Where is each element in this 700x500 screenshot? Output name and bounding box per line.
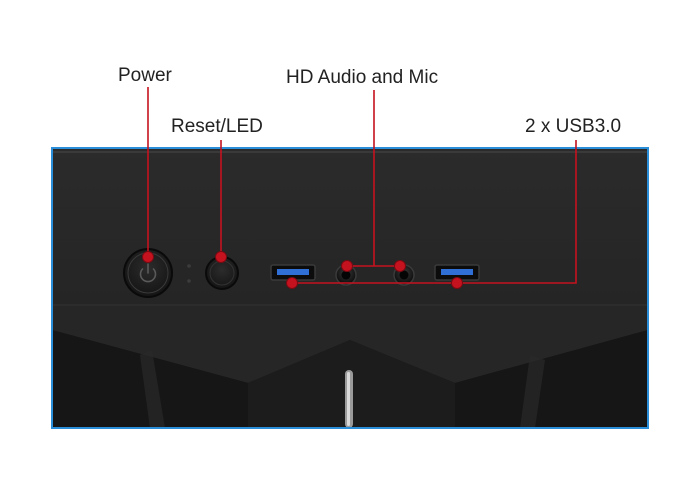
usb3-label: 2 x USB3.0 [525, 116, 622, 137]
mic-callout-dot [394, 260, 406, 272]
audio-callout-dot [341, 260, 353, 272]
audio-callout-line [347, 90, 401, 267]
power-label: Power [118, 65, 172, 86]
usb-left-callout-dot [286, 277, 298, 289]
callout-lines [147, 87, 577, 284]
led-indicator [187, 279, 191, 283]
reset-led-label: Reset/LED [171, 116, 263, 137]
hd-audio-mic-label: HD Audio and Mic [286, 67, 439, 88]
power-button [123, 248, 173, 298]
image-frame [51, 147, 649, 429]
callout-dots [142, 251, 463, 289]
case-body [52, 148, 648, 428]
reset-callout-dot [215, 251, 227, 263]
led-indicator [187, 264, 191, 268]
power-callout-dot [142, 251, 154, 263]
power-icon [139, 263, 157, 283]
usb-callout-line [292, 140, 577, 284]
usb-right-callout-dot [451, 277, 463, 289]
